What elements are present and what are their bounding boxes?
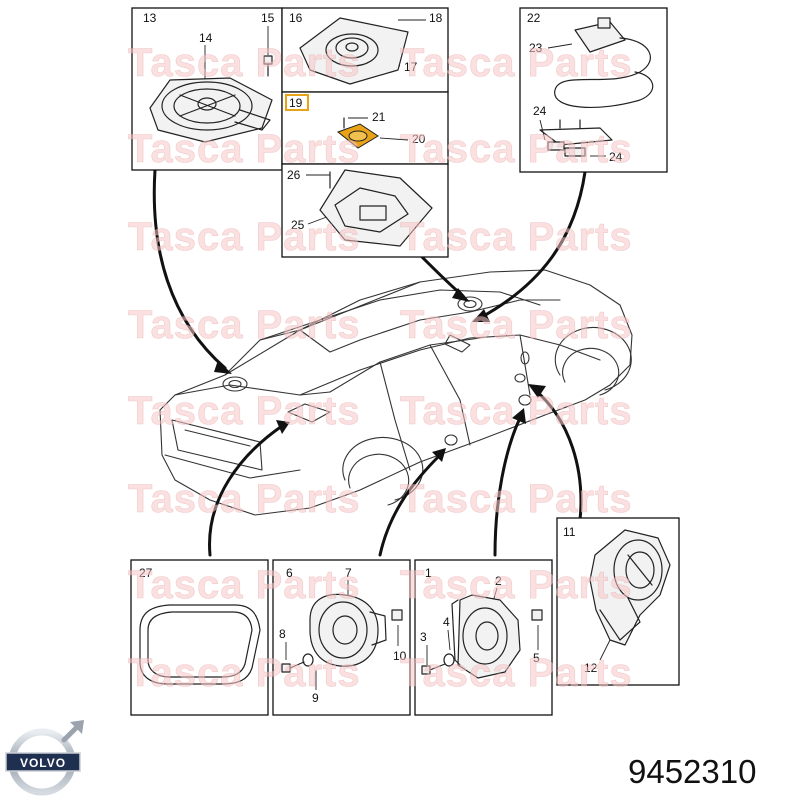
callout-11: 11 bbox=[563, 525, 576, 539]
box-door-front: 1 2 3 4 5 bbox=[414, 559, 553, 716]
callout-5: 5 bbox=[533, 651, 540, 665]
watermark-text: Tasca Parts bbox=[400, 389, 633, 433]
callout-1: 1 bbox=[425, 566, 432, 580]
subwoofer-housing-icon bbox=[589, 529, 671, 646]
callout-25: 25 bbox=[291, 218, 305, 232]
watermark-text: Tasca Parts bbox=[400, 477, 633, 521]
volvo-logo: VOLVO bbox=[5, 720, 84, 796]
callout-16: 16 bbox=[289, 11, 303, 25]
callout-13: 13 bbox=[143, 11, 157, 25]
watermark-text: Tasca Parts bbox=[128, 477, 361, 521]
volvo-brand-text: VOLVO bbox=[20, 756, 66, 770]
door-speaker-front-icon bbox=[451, 594, 543, 679]
screw-icon bbox=[263, 55, 273, 77]
callout-23: 23 bbox=[529, 41, 543, 55]
watermark-text: Tasca Parts bbox=[128, 303, 361, 347]
callout-26: 26 bbox=[287, 168, 301, 182]
watermark-text: Tasca Parts bbox=[128, 215, 361, 259]
callout-21: 21 bbox=[372, 110, 386, 124]
box-sub: 11 12 bbox=[556, 517, 680, 686]
bolt-front-icon bbox=[421, 653, 455, 675]
watermark-text: Tasca Parts bbox=[128, 127, 361, 171]
callout-10: 10 bbox=[393, 649, 407, 663]
center-speaker-module-icon bbox=[319, 169, 433, 247]
speaker-grille-icon bbox=[139, 604, 261, 685]
callout-22: 22 bbox=[527, 11, 541, 25]
watermark-text: Tasca Parts bbox=[400, 41, 633, 85]
callout-15: 15 bbox=[261, 11, 275, 25]
watermark-text: Tasca Parts bbox=[400, 563, 633, 607]
callout-12: 12 bbox=[584, 661, 598, 675]
callout-24a: 24 bbox=[533, 104, 547, 118]
callout-17: 17 bbox=[404, 60, 418, 74]
watermark-text: Tasca Parts bbox=[128, 41, 361, 85]
callout-2: 2 bbox=[495, 574, 502, 588]
callout-14: 14 bbox=[199, 31, 213, 45]
watermark-text: Tasca Parts bbox=[400, 651, 633, 695]
bolt-icon bbox=[281, 653, 314, 673]
tweeter-mount-icon bbox=[299, 17, 409, 85]
callout-6: 6 bbox=[286, 566, 293, 580]
box-trim: 27 bbox=[130, 559, 269, 716]
watermark-text: Tasca Parts bbox=[128, 651, 361, 695]
callout-4: 4 bbox=[443, 615, 450, 629]
callout-27: 27 bbox=[139, 566, 153, 580]
callout-3: 3 bbox=[420, 630, 427, 644]
connector-cable-icon bbox=[539, 17, 654, 157]
box-top-center: 16 17 18 19 20 21 26 25 bbox=[281, 7, 449, 258]
rear-speaker-icon bbox=[149, 77, 273, 143]
part-number: 9452310 bbox=[628, 753, 756, 790]
callout-19: 19 bbox=[289, 96, 303, 110]
box-door-rear: 6 7 8 9 10 bbox=[272, 559, 411, 716]
watermark-text: Tasca Parts bbox=[128, 563, 361, 607]
box-cable: 22 23 24 24 bbox=[519, 7, 668, 173]
watermark-text: Tasca Parts bbox=[128, 389, 361, 433]
callout-9: 9 bbox=[312, 691, 319, 705]
callout-20: 20 bbox=[412, 132, 426, 146]
watermark-text: Tasca Parts bbox=[400, 215, 633, 259]
callout-24b: 24 bbox=[609, 150, 623, 164]
callout-7: 7 bbox=[345, 566, 352, 580]
watermark-text: Tasca Parts bbox=[400, 127, 633, 171]
highlight-frame-19 bbox=[285, 94, 309, 111]
car-outline bbox=[159, 269, 633, 516]
watermark-text: Tasca Parts bbox=[400, 303, 633, 347]
callout-8: 8 bbox=[279, 627, 286, 641]
door-speaker-rear-icon bbox=[309, 593, 403, 667]
watermark-layer: Tasca Parts Tasca Parts Tasca Parts Tasc… bbox=[128, 41, 633, 696]
box-rear-speaker: 13 14 15 bbox=[131, 7, 283, 171]
tweeter-highlighted-icon bbox=[336, 117, 379, 149]
callout-arrows bbox=[152, 168, 587, 557]
callout-18: 18 bbox=[429, 11, 443, 25]
